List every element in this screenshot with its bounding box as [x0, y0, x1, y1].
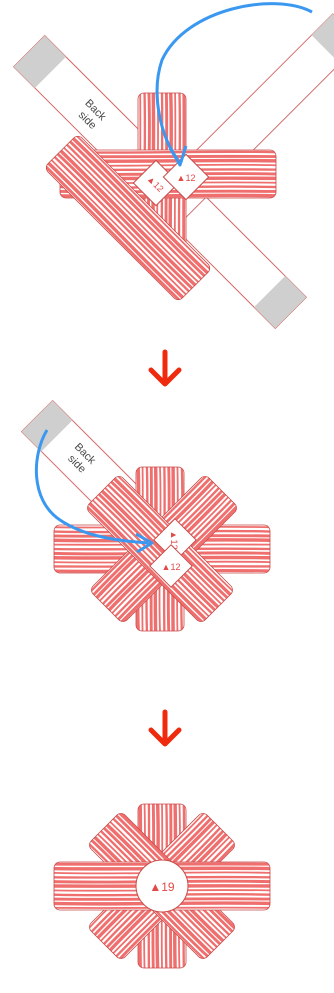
tab-square: ▲12: [132, 159, 180, 207]
ribbon-outline: [45, 135, 211, 301]
ribbon-stripe: [95, 496, 213, 615]
tab-number-label: ▲12: [162, 562, 181, 572]
glue-tab: [21, 400, 73, 452]
tab-square: ▲12: [149, 544, 193, 588]
glue-tab: [13, 35, 66, 88]
glue-tab: [254, 276, 307, 329]
glue-tab: [311, 13, 334, 64]
ribbon-diagonal: [85, 474, 235, 624]
step-3: ▲19: [53, 803, 271, 969]
ribbon-diagonal: [43, 133, 213, 303]
tab-square: ▲12: [153, 518, 197, 562]
step-1: Back side ▲12 ▲12: [12, 2, 334, 330]
ribbon-stripe: [69, 140, 206, 277]
ribbon-stripe: [50, 159, 187, 296]
ribbon-stripe: [100, 489, 220, 609]
ribbon-stripe: [88, 502, 207, 621]
ribbon-stripe: [56, 152, 194, 290]
ribbon-stripe: [92, 499, 210, 617]
ribbon-stripe: [97, 493, 216, 612]
tab-number-label: ▲12: [169, 531, 179, 550]
tab-square: ▲12: [162, 153, 210, 201]
ribbon-stripe: [66, 143, 203, 280]
ribbon-stripe: [59, 149, 197, 287]
ribbon-stripe: [44, 165, 181, 302]
tab-number-label: ▲12: [177, 173, 196, 183]
ribbon-stripe: [53, 156, 190, 293]
ribbon-stripe: [75, 134, 212, 271]
down-arrow-icon: [148, 709, 182, 747]
curved-fold-arrow-icon: [34, 429, 154, 554]
step-2: Back side ▲12 ▲12: [20, 399, 271, 632]
ribbon-stripe: [71, 137, 209, 275]
center-badge: ▲19: [135, 859, 189, 913]
curved-fold-arrow-icon: [155, 2, 313, 167]
ribbon-stripe: [85, 505, 204, 624]
down-arrow-icon: [148, 349, 182, 387]
center-label: ▲19: [149, 880, 175, 894]
ribbon-stripe: [47, 161, 185, 299]
ribbon-stripe: [63, 147, 199, 283]
